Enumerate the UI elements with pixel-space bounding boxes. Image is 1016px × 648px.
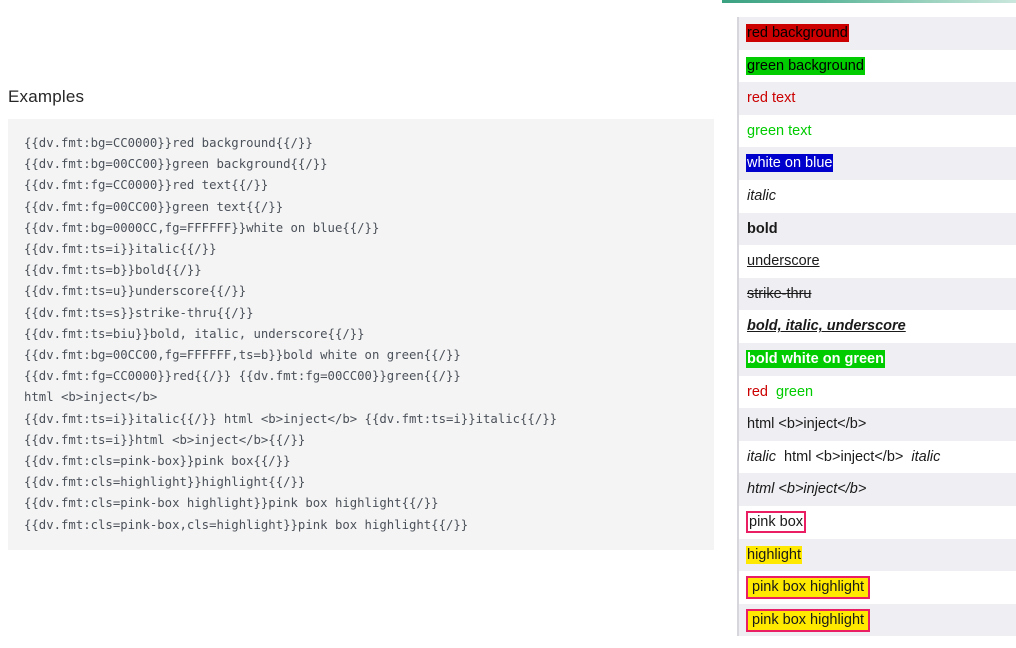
result-bold: bold [747, 220, 778, 237]
list-item: html <b>inject</b> [739, 408, 1016, 441]
result-red-background: red background [746, 24, 849, 42]
result-bold-white-on-green: bold white on green [746, 349, 885, 368]
result-highlight: highlight [746, 545, 803, 564]
list-item: pink box highlight [739, 571, 1016, 604]
rendered-results-pane: red background green background red text… [722, 0, 1016, 648]
list-item: strike-thru [739, 277, 1016, 311]
list-item: red text [739, 82, 1016, 115]
result-bold-italic-underscore: bold, italic, underscore [747, 318, 906, 335]
list-item: bold white on green [739, 342, 1016, 376]
list-item: red green [739, 375, 1016, 409]
result-strike-thru: strike-thru [747, 285, 812, 302]
list-item: white on blue [739, 147, 1016, 180]
result-italic-html-inject: html <b>inject</b> [747, 481, 867, 498]
list-item: bold [739, 212, 1016, 246]
list-item: underscore [739, 245, 1016, 278]
result-red-text: red text [747, 90, 796, 107]
result-green-inline: green [776, 383, 814, 400]
result-white-on-blue: white on blue [746, 154, 834, 173]
result-italic-suffix: italic [911, 448, 941, 465]
result-green-text: green text [747, 122, 812, 139]
list-item: green text [739, 114, 1016, 148]
result-html-inject-middle: html <b>inject</b> [784, 448, 904, 465]
list-item: bold, italic, underscore [739, 310, 1016, 343]
result-pink-box-highlight-space: pink box highlight [746, 576, 871, 600]
result-red-inline: red [747, 383, 768, 400]
list-item: highlight [739, 538, 1016, 572]
list-item: italic [739, 179, 1016, 213]
result-italic-prefix: italic [747, 448, 777, 465]
code-block-text: {{dv.fmt:bg=CC0000}}red background{{/}} … [24, 136, 558, 532]
page-title: Examples [8, 87, 85, 107]
result-green-background: green background [746, 56, 865, 75]
list-item: red background [739, 17, 1016, 50]
result-pink-box-highlight-comma: pink box highlight [746, 608, 871, 632]
result-underscore: underscore [747, 253, 820, 270]
accent-rule [722, 0, 1016, 3]
code-block: {{dv.fmt:bg=CC0000}}red background{{/}} … [8, 119, 714, 550]
results-list: red background green background red text… [737, 17, 1016, 637]
list-item: pink box highlight [739, 603, 1016, 637]
list-item: html <b>inject</b> [739, 473, 1016, 506]
result-italic: italic [747, 187, 777, 204]
result-pink-box: pink box [746, 510, 807, 533]
list-item: italic html <b>inject</b> italic [739, 440, 1016, 474]
list-item: pink box [739, 505, 1016, 539]
documentation-pane: Examples {{dv.fmt:bg=CC0000}}red backgro… [8, 87, 714, 550]
result-html-inject: html <b>inject</b> [747, 416, 867, 433]
list-item: green background [739, 49, 1016, 83]
